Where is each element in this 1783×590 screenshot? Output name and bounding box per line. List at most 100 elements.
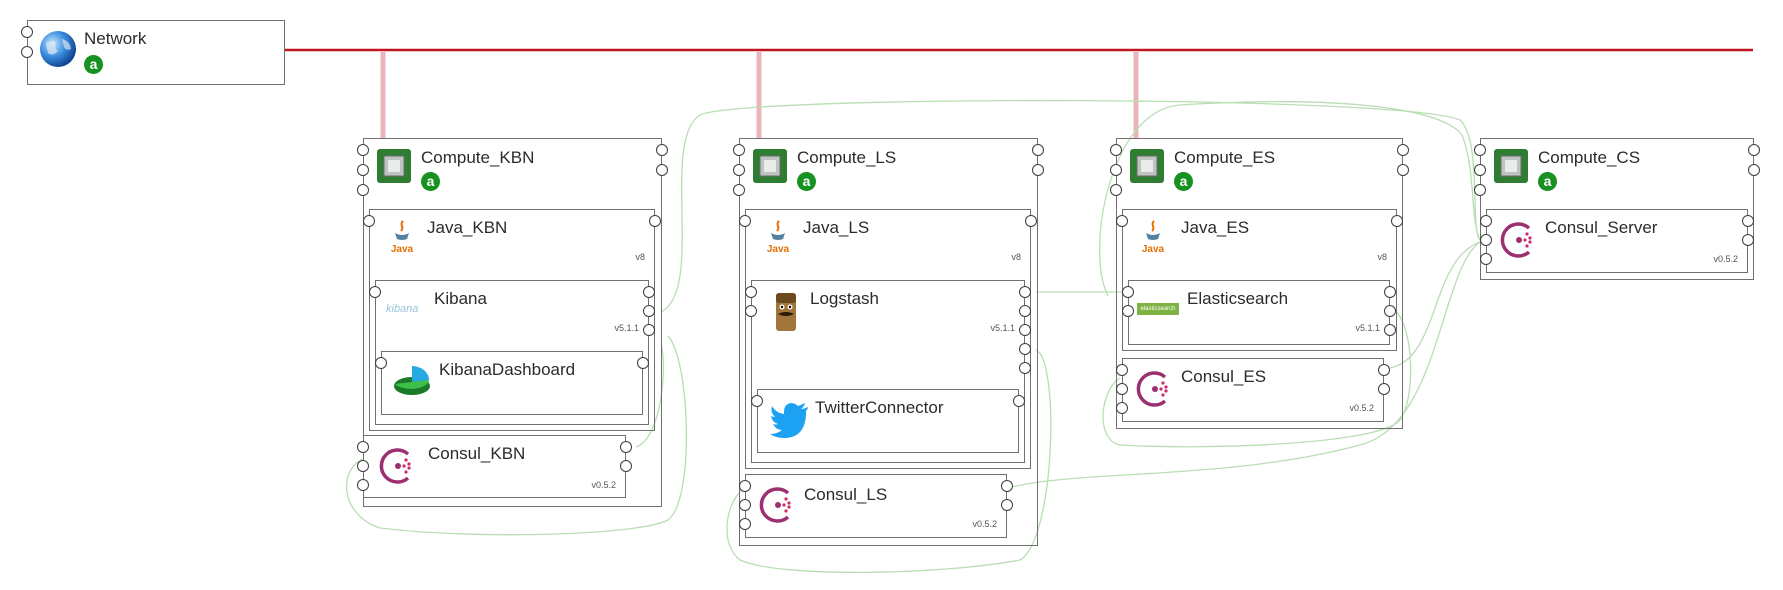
compute-es-port-5[interactable] — [1397, 164, 1409, 176]
compute-kbn-node[interactable]: Compute_KBN a — [363, 138, 662, 507]
compute-cs-port-4[interactable] — [1748, 144, 1760, 156]
compute-ls-node[interactable]: Compute_LS a — [739, 138, 1038, 546]
kibana-node[interactable]: kibana Kibana v5.1.1 — [375, 280, 649, 425]
consul-kbn-port-1[interactable] — [357, 441, 369, 453]
compute-ls-port-2[interactable] — [733, 164, 745, 176]
twitter-connector-label: TwitterConnector — [815, 398, 944, 417]
consul-ls-port-4[interactable] — [1001, 480, 1013, 492]
java-es-port-1[interactable] — [1116, 215, 1128, 227]
consul-server-node[interactable]: Consul_Server v0.5.2 — [1486, 209, 1748, 273]
kibana-port-1[interactable] — [369, 286, 381, 298]
logstash-mascot-icon — [772, 291, 800, 338]
java-kbn-node[interactable]: Java Java_KBN v8 — [369, 209, 655, 431]
consul-kbn-node[interactable]: Consul_KBN v0.5.2 — [363, 435, 626, 498]
java-kbn-port-2[interactable] — [649, 215, 661, 227]
compute-ls-label: Compute_LS — [797, 148, 897, 167]
java-kbn-port-1[interactable] — [363, 215, 375, 227]
network-label: Network — [84, 29, 147, 48]
logstash-port-7[interactable] — [1019, 362, 1031, 374]
elasticsearch-port-3[interactable] — [1384, 286, 1396, 298]
compute-es-port-2[interactable] — [1110, 164, 1122, 176]
compute-ls-port-3[interactable] — [733, 184, 745, 196]
logstash-port-3[interactable] — [1019, 286, 1031, 298]
consul-server-port-2[interactable] — [1480, 234, 1492, 246]
network-port-1[interactable] — [21, 26, 33, 38]
consul-server-port-5[interactable] — [1742, 234, 1754, 246]
compute-cs-port-1[interactable] — [1474, 144, 1486, 156]
twitter-connector-node[interactable]: TwitterConnector — [757, 389, 1019, 453]
consul-ls-port-5[interactable] — [1001, 499, 1013, 511]
consul-ls-port-2[interactable] — [739, 499, 751, 511]
elasticsearch-port-2[interactable] — [1122, 305, 1134, 317]
compute-ls-port-1[interactable] — [733, 144, 745, 156]
consul-es-node[interactable]: Consul_ES v0.5.2 — [1122, 358, 1384, 422]
consul-kbn-port-4[interactable] — [620, 441, 632, 453]
logstash-port-1[interactable] — [745, 286, 757, 298]
kibana-dashboard-port-1[interactable] — [375, 357, 387, 369]
compute-kbn-port-1[interactable] — [357, 144, 369, 156]
logstash-port-4[interactable] — [1019, 305, 1031, 317]
twitter-bird-icon — [770, 402, 810, 443]
compute-es-node[interactable]: Compute_ES a — [1116, 138, 1403, 429]
kibana-port-2[interactable] — [643, 286, 655, 298]
elasticsearch-port-1[interactable] — [1122, 286, 1134, 298]
consul-es-port-1[interactable] — [1116, 364, 1128, 376]
elasticsearch-port-5[interactable] — [1384, 324, 1396, 336]
java-ls-node[interactable]: Java Java_LS v8 — [745, 209, 1031, 469]
logstash-port-5[interactable] — [1019, 324, 1031, 336]
elasticsearch-node[interactable]: elasticsearch Elasticsearch v5.1.1 — [1128, 280, 1390, 345]
consul-server-port-3[interactable] — [1480, 253, 1492, 265]
compute-es-port-4[interactable] — [1397, 144, 1409, 156]
consul-es-label: Consul_ES — [1181, 367, 1267, 386]
consul-es-version: v0.5.2 — [1349, 403, 1374, 413]
compute-kbn-port-5[interactable] — [656, 164, 668, 176]
compute-cs-port-3[interactable] — [1474, 184, 1486, 196]
kibana-dashboard-port-2[interactable] — [637, 357, 649, 369]
network-node[interactable]: Network a — [27, 20, 285, 85]
java-ls-version: v8 — [1011, 252, 1021, 262]
compute-cs-node[interactable]: Compute_CS a — [1480, 138, 1754, 280]
consul-ls-port-1[interactable] — [739, 480, 751, 492]
consul-kbn-port-2[interactable] — [357, 460, 369, 472]
consul-ls-node[interactable]: Consul_LS v0.5.2 — [745, 474, 1007, 538]
compute-cs-port-5[interactable] — [1748, 164, 1760, 176]
consul-ls-label: Consul_LS — [804, 485, 888, 504]
compute-kbn-port-3[interactable] — [357, 184, 369, 196]
consul-server-version: v0.5.2 — [1713, 254, 1738, 264]
consul-es-port-2[interactable] — [1116, 383, 1128, 395]
consul-server-port-4[interactable] — [1742, 215, 1754, 227]
twitter-connector-port-1[interactable] — [751, 395, 763, 407]
compute-cs-port-2[interactable] — [1474, 164, 1486, 176]
kibana-port-3[interactable] — [643, 305, 655, 317]
kibana-port-4[interactable] — [643, 324, 655, 336]
compute-kbn-port-4[interactable] — [656, 144, 668, 156]
compute-es-port-3[interactable] — [1110, 184, 1122, 196]
logstash-node[interactable]: Logstash v5.1.1 — [751, 280, 1025, 463]
consul-kbn-port-5[interactable] — [620, 460, 632, 472]
consul-es-port-4[interactable] — [1378, 364, 1390, 376]
compute-ls-port-4[interactable] — [1032, 144, 1044, 156]
consul-es-port-3[interactable] — [1116, 402, 1128, 414]
twitter-connector-port-2[interactable] — [1013, 395, 1025, 407]
java-es-port-2[interactable] — [1391, 215, 1403, 227]
consul-kbn-port-3[interactable] — [357, 479, 369, 491]
kibana-logo-icon: kibana — [386, 303, 419, 315]
logstash-port-6[interactable] — [1019, 343, 1031, 355]
consul-kbn-label: Consul_KBN — [428, 444, 526, 463]
compute-es-port-1[interactable] — [1110, 144, 1122, 156]
kibana-dashboard-node[interactable]: KibanaDashboard — [381, 351, 643, 415]
consul-es-port-5[interactable] — [1378, 383, 1390, 395]
compute-ls-port-5[interactable] — [1032, 164, 1044, 176]
consul-server-port-1[interactable] — [1480, 215, 1492, 227]
java-ls-port-1[interactable] — [739, 215, 751, 227]
compute-kbn-port-2[interactable] — [357, 164, 369, 176]
elasticsearch-port-4[interactable] — [1384, 305, 1396, 317]
consul-ls-port-3[interactable] — [739, 518, 751, 530]
java-es-node[interactable]: Java Java_ES v8 — [1122, 209, 1397, 351]
logstash-version: v5.1.1 — [990, 323, 1015, 333]
consul-kbn-version: v0.5.2 — [591, 480, 616, 490]
java-ls-port-2[interactable] — [1025, 215, 1037, 227]
logstash-port-2[interactable] — [745, 305, 757, 317]
network-port-2[interactable] — [21, 46, 33, 58]
